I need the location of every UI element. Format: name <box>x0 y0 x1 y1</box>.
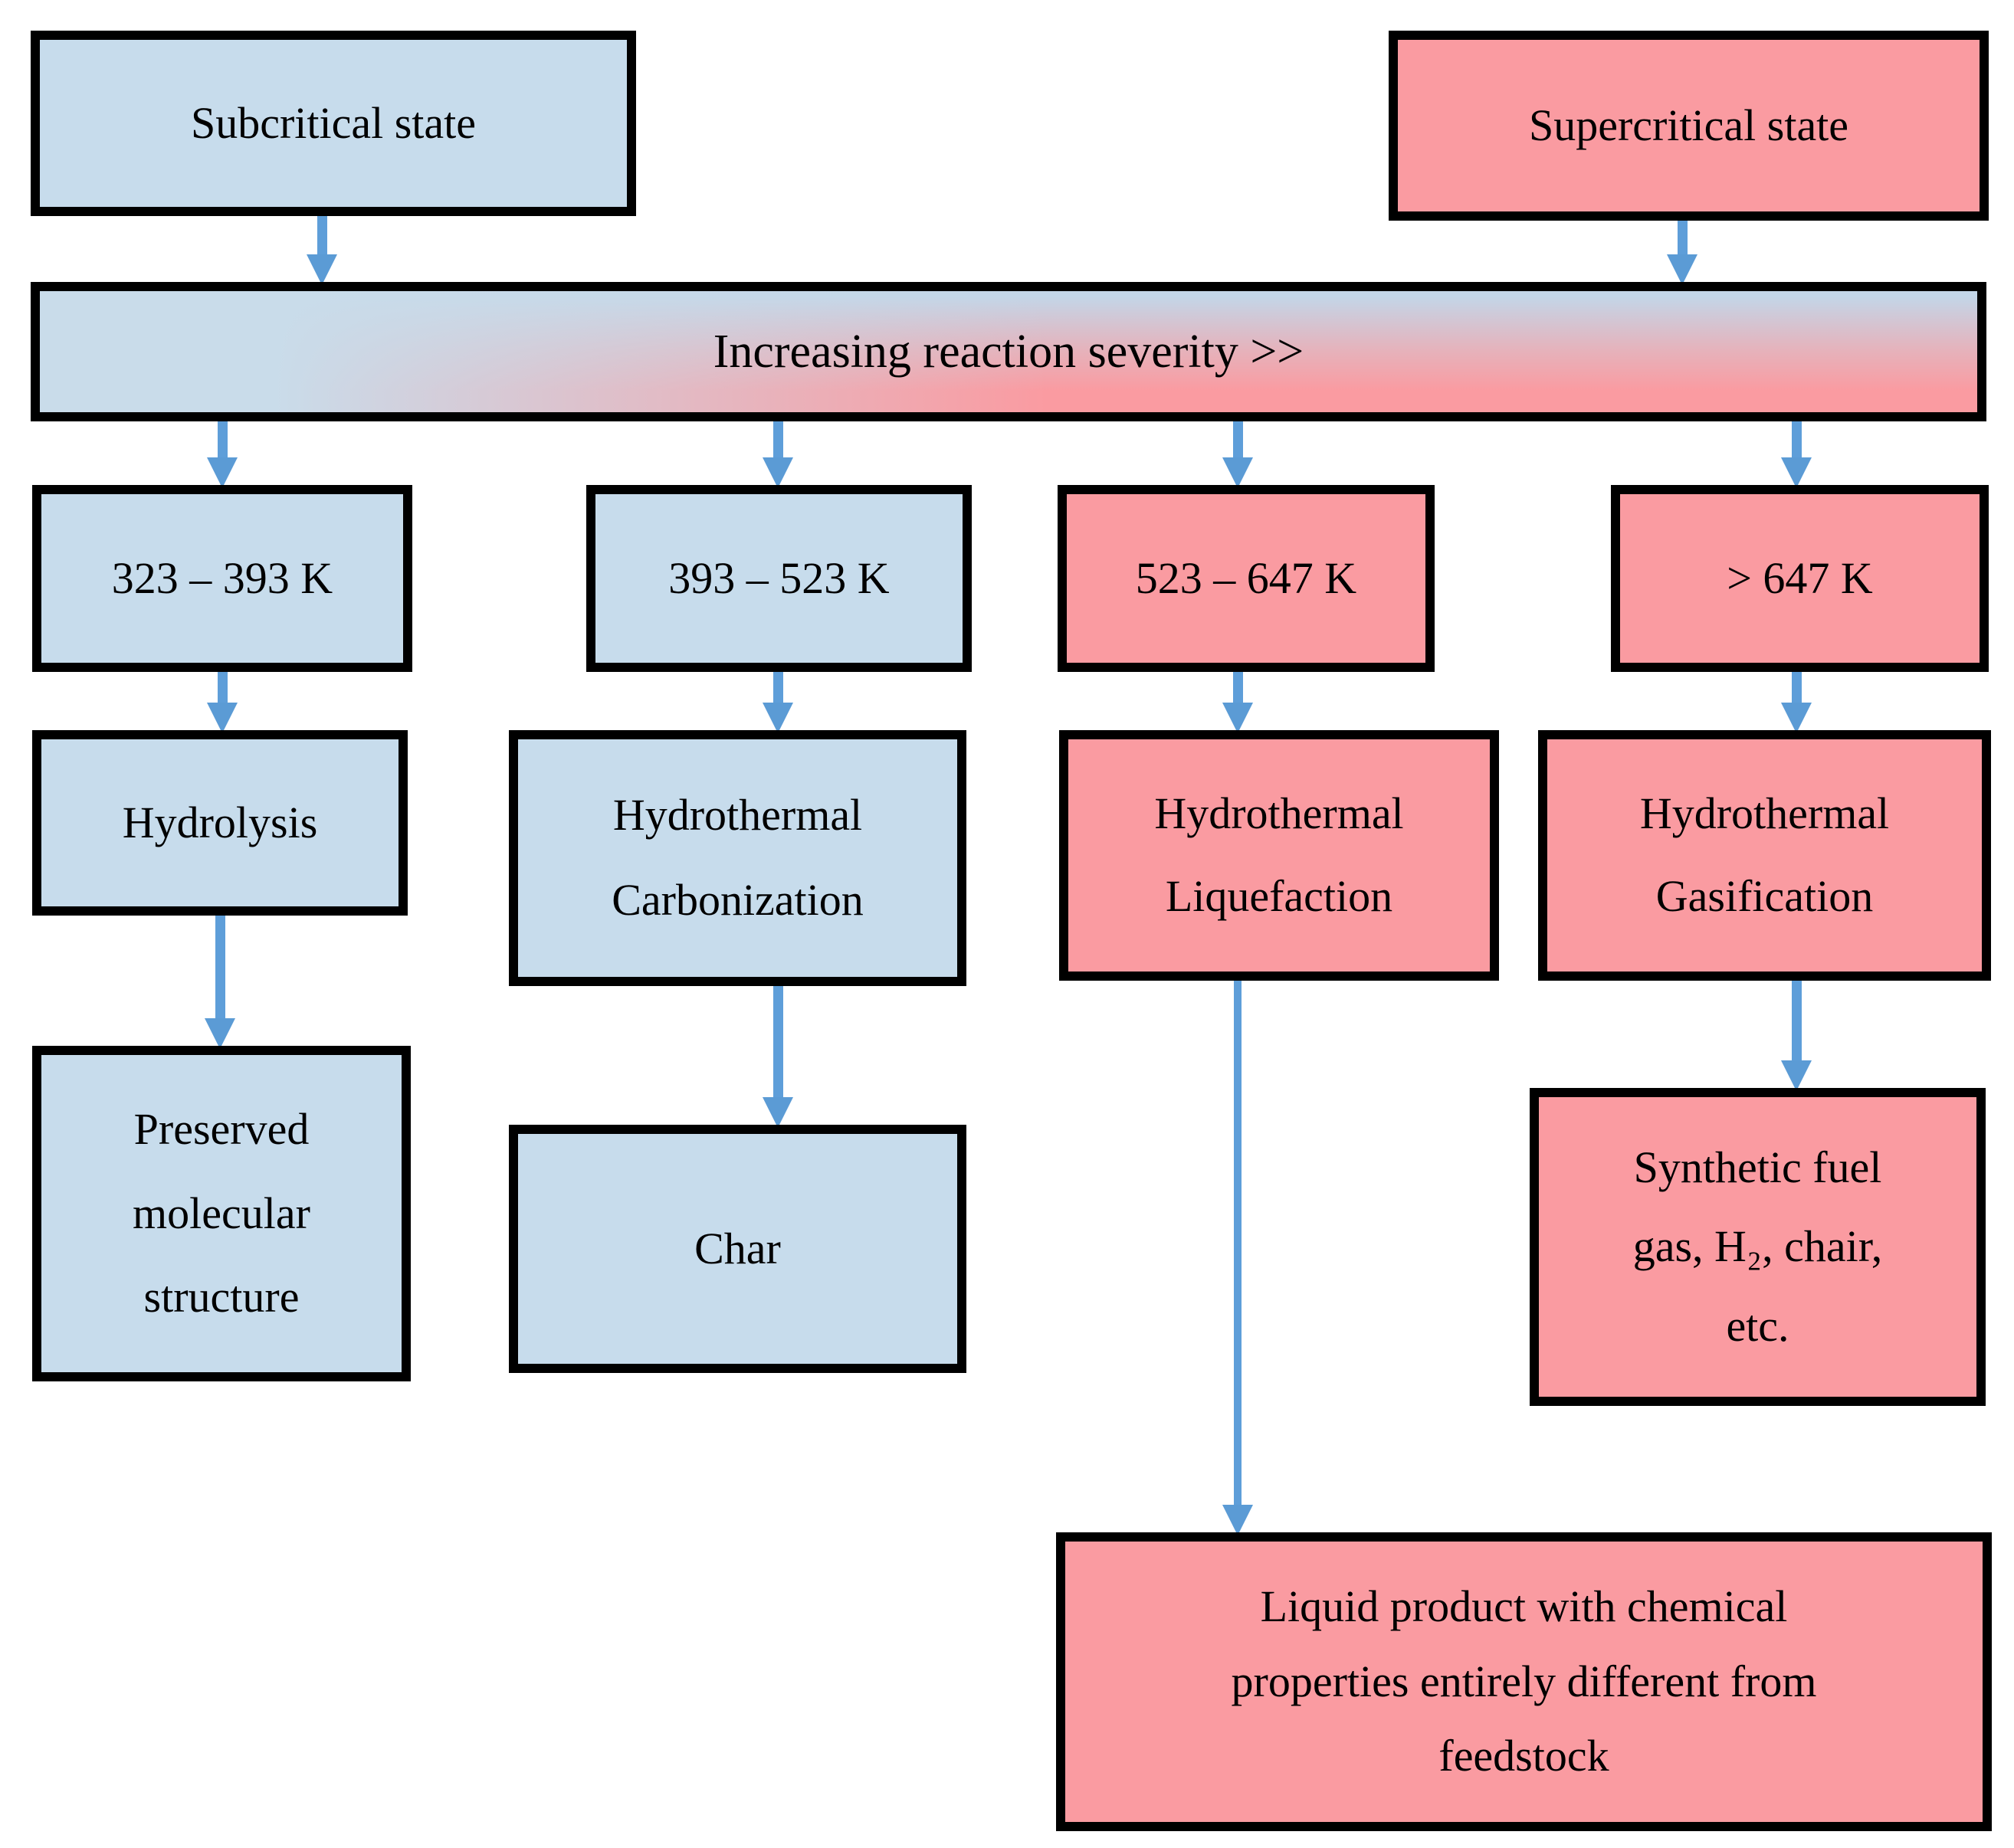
arrow-stem <box>772 672 783 703</box>
process-line: Hydrothermal <box>1639 788 1890 838</box>
arrow-head-icon <box>1222 1505 1253 1535</box>
process-line: Hydrothermal <box>612 790 863 840</box>
arrow-stem <box>1791 672 1802 703</box>
process-line: Gasification <box>1655 871 1874 922</box>
arrow-hydrolysis-to-preserved <box>205 916 235 1049</box>
severity-bar-label: Increasing reaction severity >> <box>713 325 1304 378</box>
product-box-preserved-structure: Preserved molecular structure <box>32 1046 411 1381</box>
arrow-head-icon <box>1667 254 1697 285</box>
arrow-stem <box>217 421 228 457</box>
arrow-carbonization-to-char <box>763 986 793 1128</box>
arrow-stem <box>317 216 327 254</box>
subcritical-state-label: Subcritical state <box>190 97 477 148</box>
arrow-head-icon <box>1781 457 1812 488</box>
product-line: gas, H₂, chair, <box>1632 1221 1883 1272</box>
arrow-head-icon <box>205 1018 235 1049</box>
process-line: Hydrothermal <box>1154 788 1404 838</box>
arrow-stem <box>215 916 225 1018</box>
process-line: Liquefaction <box>1165 871 1393 922</box>
severity-bar: Increasing reaction severity >> <box>31 282 1986 421</box>
process-box-hydrolysis: Hydrolysis <box>32 730 408 916</box>
arrow-stem <box>1234 981 1242 1505</box>
product-box-liquid-product: Liquid product with chemical properties … <box>1056 1532 1992 1831</box>
arrow-supercritical-to-bar <box>1667 221 1697 285</box>
process-box-hydrothermal-gasification: Hydrothermal Gasification <box>1538 730 1991 981</box>
arrow-liquefaction-to-liquid-product <box>1222 981 1253 1535</box>
supercritical-state-box: Supercritical state <box>1389 31 1989 221</box>
arrow-stem <box>1677 221 1688 254</box>
arrow-head-icon <box>207 457 238 488</box>
temperature-box-col2: 393 – 523 K <box>586 485 972 672</box>
arrow-stem <box>1791 421 1802 457</box>
arrow-stem <box>772 421 783 457</box>
product-line: Liquid product with chemical <box>1260 1581 1788 1632</box>
process-box-hydrothermal-carbonization: Hydrothermal Carbonization <box>509 730 966 986</box>
arrow-head-icon <box>307 254 337 285</box>
temperature-label-col1: 323 – 393 K <box>111 552 333 603</box>
temperature-label-col4: > 647 K <box>1727 552 1873 603</box>
arrow-head-icon <box>1222 703 1253 733</box>
arrow-stem <box>217 672 228 703</box>
arrow-head-icon <box>763 1097 793 1128</box>
arrow-temp-to-process-col2 <box>763 672 793 733</box>
product-line: properties entirely different from <box>1231 1656 1817 1706</box>
arrow-head-icon <box>763 457 793 488</box>
process-line: Carbonization <box>612 875 864 926</box>
product-line: structure <box>143 1271 300 1322</box>
temperature-box-col4: > 647 K <box>1611 485 1989 672</box>
arrow-bar-to-temp-col3 <box>1222 421 1253 488</box>
arrow-head-icon <box>1781 703 1812 733</box>
arrow-temp-to-process-col3 <box>1222 672 1253 733</box>
arrow-gasification-to-synthetic-fuel <box>1781 981 1812 1091</box>
product-line: etc. <box>1726 1300 1789 1351</box>
arrow-subcritical-to-bar <box>307 216 337 285</box>
subcritical-state-box: Subcritical state <box>31 31 636 216</box>
arrow-bar-to-temp-col1 <box>207 421 238 488</box>
temperature-box-col1: 323 – 393 K <box>32 485 412 672</box>
product-box-synthetic-fuel-gas: Synthetic fuel gas, H₂, chair, etc. <box>1530 1088 1986 1406</box>
temperature-label-col3: 523 – 647 K <box>1135 552 1357 603</box>
arrow-stem <box>772 986 783 1097</box>
process-label-hydrolysis: Hydrolysis <box>122 797 318 847</box>
process-box-hydrothermal-liquefaction: Hydrothermal Liquefaction <box>1059 730 1499 981</box>
arrow-bar-to-temp-col2 <box>763 421 793 488</box>
arrow-stem <box>1232 421 1243 457</box>
product-line: molecular <box>133 1188 310 1238</box>
arrow-head-icon <box>1781 1060 1812 1091</box>
product-line: Preserved <box>133 1104 310 1155</box>
arrow-head-icon <box>1222 457 1253 488</box>
temperature-label-col2: 393 – 523 K <box>668 552 890 603</box>
arrow-stem <box>1232 672 1243 703</box>
arrow-head-icon <box>763 703 793 733</box>
product-line: feedstock <box>1438 1730 1609 1781</box>
arrow-head-icon <box>207 703 238 733</box>
arrow-temp-to-process-col4 <box>1781 672 1812 733</box>
arrow-temp-to-process-col1 <box>207 672 238 733</box>
temperature-box-col3: 523 – 647 K <box>1058 485 1435 672</box>
supercritical-state-label: Supercritical state <box>1528 100 1849 150</box>
arrow-stem <box>1791 981 1802 1060</box>
product-label-char: Char <box>694 1223 781 1273</box>
arrow-bar-to-temp-col4 <box>1781 421 1812 488</box>
product-line: Synthetic fuel <box>1633 1142 1882 1192</box>
product-box-char: Char <box>509 1125 966 1373</box>
